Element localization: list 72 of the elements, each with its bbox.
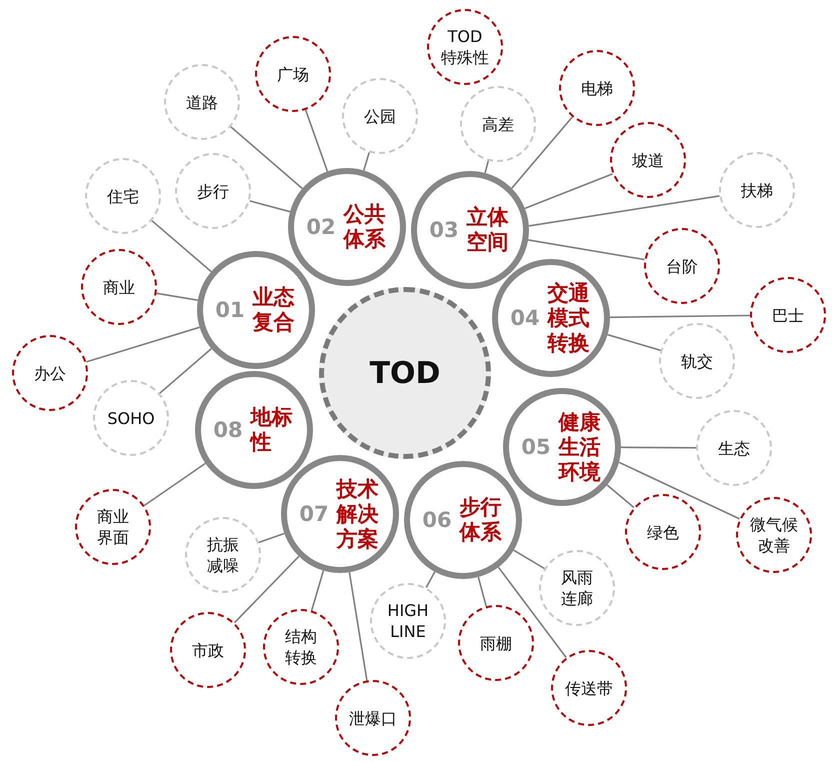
topic-label: 商业界面 — [96, 506, 130, 548]
connector-line — [606, 484, 634, 508]
topic-label: 商业 — [102, 276, 136, 298]
category-title: 公共体系 — [344, 202, 387, 252]
connector-line — [528, 195, 720, 227]
topic-label: 广场 — [276, 64, 310, 84]
connector-line — [304, 110, 328, 172]
topic-label: TOD 特殊性 — [440, 26, 490, 68]
center-label: TOD — [370, 356, 440, 390]
topic-label: 绿色 — [646, 522, 680, 542]
category-title: 业态复合 — [252, 285, 296, 335]
connector-line — [86, 326, 200, 363]
connector-line — [363, 152, 370, 171]
connector-line — [426, 571, 436, 588]
topic-label: SOHO — [106, 408, 156, 428]
topic-label: 办公 — [33, 362, 67, 384]
connector-line — [484, 160, 490, 174]
category-title: 健康生活环境 — [558, 410, 602, 484]
category-number: 06 — [422, 508, 452, 532]
connector-line — [156, 292, 198, 301]
connector-line — [511, 116, 573, 189]
connector-line — [250, 200, 290, 212]
topic-label: 巴士 — [771, 304, 805, 326]
category-number: 02 — [306, 215, 336, 239]
category-number: 03 — [429, 218, 459, 242]
category-number: 07 — [299, 502, 329, 526]
topic-label: 道路 — [185, 92, 219, 112]
topic-label: 公园 — [363, 106, 397, 126]
topic-label: 微气候改善 — [748, 514, 799, 556]
topic-label: 住宅 — [106, 186, 140, 206]
topic-label: 台阶 — [665, 256, 699, 276]
connector-line — [151, 220, 212, 272]
topic-label: 传送带 — [564, 678, 614, 698]
category-number: 05 — [521, 435, 551, 459]
topic-label: 市政 — [191, 640, 225, 660]
connector-line — [528, 239, 645, 260]
connector-line — [144, 462, 206, 506]
topic-label: 电梯 — [580, 78, 614, 98]
connector-line — [230, 126, 303, 190]
connector-line — [258, 532, 285, 544]
connector-line — [159, 348, 212, 394]
topic-label: 高差 — [481, 114, 515, 134]
topic-label: 抗振减噪 — [206, 534, 240, 576]
topic-label: 雨棚 — [479, 632, 513, 654]
category-title: 交通模式转换 — [548, 280, 591, 356]
topic-label: HIGH LINE — [386, 600, 430, 642]
category-title: 步行体系 — [460, 495, 503, 545]
topic-label: 泄爆口 — [348, 708, 398, 728]
category-number: 08 — [213, 418, 243, 442]
connector-line — [348, 572, 368, 681]
connector-line — [618, 462, 740, 520]
category-title: 立体空间 — [466, 205, 510, 255]
category-title: 技术解决方案 — [336, 476, 380, 552]
topic-label: 步行 — [196, 180, 230, 202]
connector-line — [478, 576, 487, 606]
topic-label: 坡道 — [631, 150, 665, 170]
topic-label: 扶梯 — [740, 180, 774, 200]
category-title: 地标性 — [250, 405, 294, 455]
topic-label: 轨交 — [680, 350, 714, 372]
connector-line — [607, 334, 661, 352]
connector-line — [524, 173, 613, 210]
topic-label: 生态 — [717, 438, 751, 458]
topic-label: 风雨连廊 — [560, 567, 594, 609]
connector-line — [234, 556, 300, 624]
connector-line — [310, 570, 324, 611]
topic-label: 结构转换 — [284, 626, 318, 668]
connector-line — [621, 446, 696, 449]
connector-line — [513, 550, 545, 570]
category-number: 01 — [215, 298, 245, 322]
connector-line — [498, 566, 567, 658]
connector-line — [610, 314, 750, 318]
category-number: 04 — [510, 306, 540, 330]
